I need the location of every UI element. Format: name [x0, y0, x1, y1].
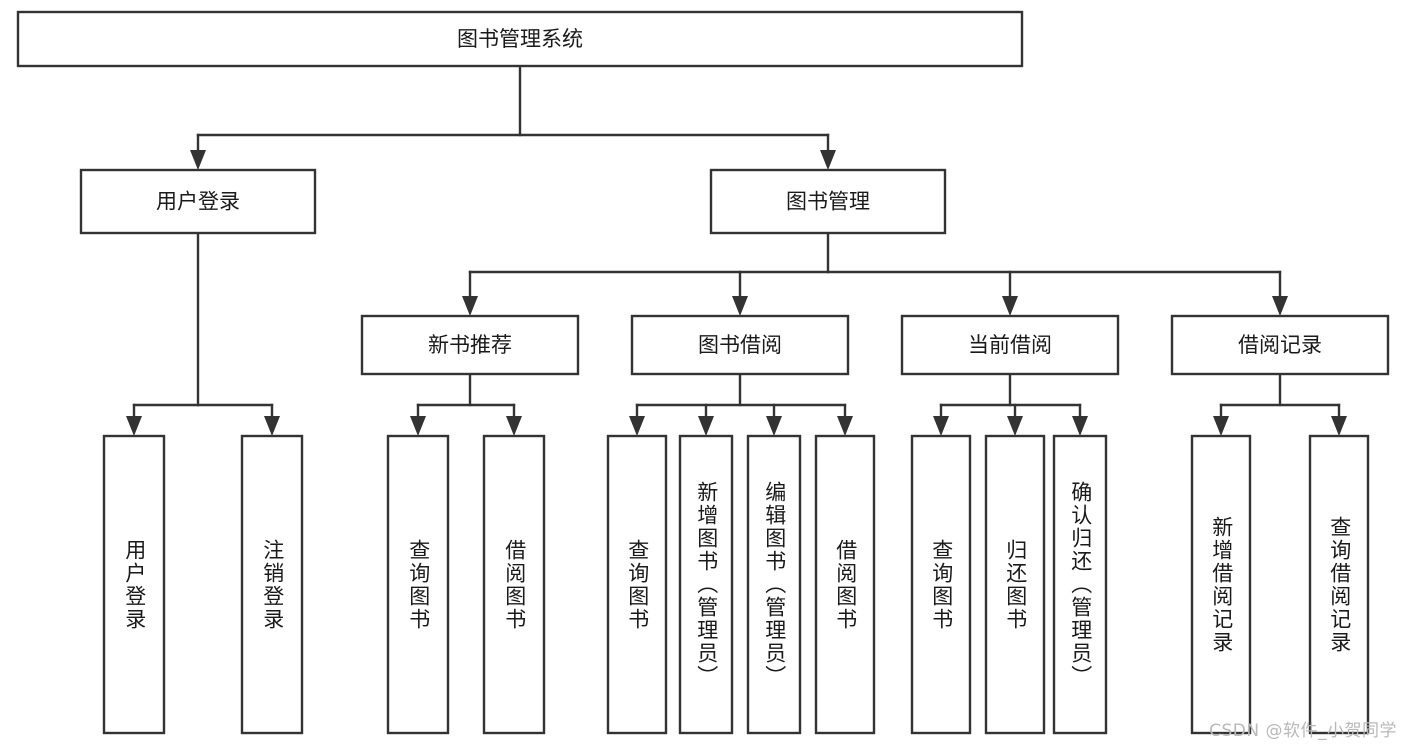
arrow-head-icon — [766, 416, 782, 436]
node-box-borrow-record[interactable] — [1170, 314, 1390, 376]
leaf-box-leaf-add-borrow-record[interactable] — [1190, 434, 1252, 735]
node-label-borrow-record: 借阅记录 — [1238, 333, 1322, 357]
boxes-layer — [16, 10, 1390, 735]
leaf-box-leaf-query-book-3[interactable] — [910, 434, 972, 735]
arrow-head-icon — [1272, 296, 1288, 316]
node-label-book-manage: 图书管理 — [786, 190, 870, 214]
arrow-head-icon — [1331, 416, 1347, 436]
leaf-box-leaf-query-book-2[interactable] — [606, 434, 668, 735]
leaf-box-leaf-borrow-book-2[interactable] — [814, 434, 876, 735]
leaf-box-leaf-confirm-return-admin[interactable] — [1052, 434, 1108, 735]
leaf-box-leaf-logout[interactable] — [240, 434, 304, 735]
node-label-new-book-recommend: 新书推荐 — [428, 333, 512, 357]
node-box-book-manage[interactable] — [709, 168, 947, 235]
arrow-head-icon — [837, 416, 853, 436]
arrow-head-icon — [264, 416, 280, 436]
connectors-layer — [126, 64, 1347, 436]
leaf-box-leaf-query-borrow-record[interactable] — [1308, 434, 1370, 735]
node-label-user-login: 用户登录 — [156, 190, 240, 214]
root-box-root[interactable] — [16, 10, 1024, 68]
csdn-watermark: CSDN @软件_小贺同学 — [1209, 721, 1397, 741]
node-box-book-borrow[interactable] — [630, 314, 850, 376]
arrow-head-icon — [820, 150, 836, 170]
node-box-current-borrow[interactable] — [900, 314, 1120, 376]
leaf-box-leaf-query-book-1[interactable] — [386, 434, 450, 735]
leaf-box-leaf-return-book[interactable] — [984, 434, 1046, 735]
arrow-head-icon — [1007, 416, 1023, 436]
arrow-head-icon — [1072, 416, 1088, 436]
arrow-head-icon — [933, 416, 949, 436]
arrow-head-icon — [190, 150, 206, 170]
leaf-box-leaf-user-login[interactable] — [102, 434, 166, 735]
leaf-box-leaf-edit-book-admin[interactable] — [746, 434, 802, 735]
arrow-head-icon — [1213, 416, 1229, 436]
node-label-book-borrow: 图书借阅 — [698, 333, 782, 357]
arrow-head-icon — [1002, 296, 1018, 316]
arrow-head-icon — [410, 416, 426, 436]
arrow-head-icon — [629, 416, 645, 436]
arrow-head-icon — [462, 296, 478, 316]
leaf-box-leaf-borrow-book-1[interactable] — [482, 434, 546, 735]
arrow-head-icon — [126, 416, 142, 436]
node-label-current-borrow: 当前借阅 — [968, 333, 1052, 357]
root-label-root: 图书管理系统 — [457, 27, 583, 51]
arrow-head-icon — [506, 416, 522, 436]
arrow-head-icon — [698, 416, 714, 436]
arrow-head-icon — [732, 296, 748, 316]
node-box-user-login[interactable] — [79, 168, 317, 235]
leaf-box-leaf-add-book-admin[interactable] — [678, 434, 734, 735]
node-box-new-book-recommend[interactable] — [360, 314, 580, 376]
